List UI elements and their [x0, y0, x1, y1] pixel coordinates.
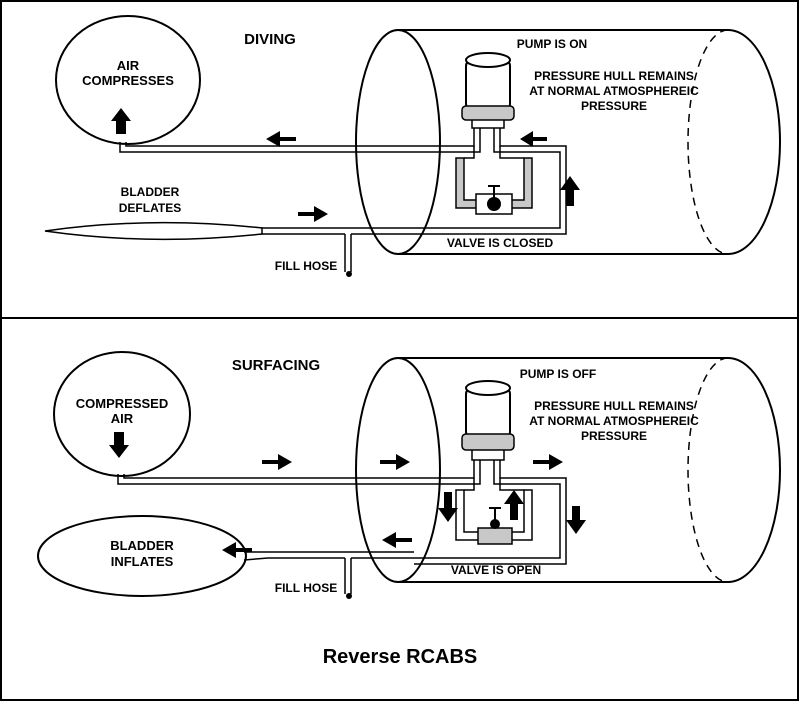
- surfacing-valve-ball: [490, 519, 500, 529]
- diving-pump-state: PUMP IS ON: [517, 37, 587, 51]
- diving-up-arrow-2-icon: [560, 176, 580, 206]
- surfacing-pump: [461, 380, 515, 461]
- surfacing-pressure-hull: [355, 357, 781, 583]
- surfacing-hull-line-2: AT NORMAL ATMOSPHEREIC: [529, 414, 699, 428]
- diving-hull-line-1: PRESSURE HULL REMAINS: [534, 69, 694, 83]
- diving-up-arrow-icon: [111, 108, 131, 134]
- surfacing-down-arrow-3-icon: [566, 506, 586, 534]
- surfacing-hull-line-3: PRESSURE: [581, 429, 647, 443]
- diving-left-arrow-icon: [266, 131, 296, 147]
- diving-hull-line-3: PRESSURE: [581, 99, 647, 113]
- surfacing-valve-body: [477, 527, 513, 545]
- surfacing-heading: SURFACING: [232, 357, 320, 374]
- surfacing-hull-line-1: PRESSURE HULL REMAINS: [534, 399, 694, 413]
- surfacing-right-arrow-1-icon: [262, 454, 292, 470]
- surfacing-bladder-line-2: INFLATES: [111, 554, 174, 569]
- surfacing-fill-hose-cap: [346, 593, 352, 599]
- surfacing-bladder-line-1: BLADDER: [110, 538, 174, 553]
- diving-hull-line-2: AT NORMAL ATMOSPHEREIC: [529, 84, 699, 98]
- surfacing-pump-state: PUMP IS OFF: [520, 367, 596, 381]
- surfacing-up-arrow-icon: [504, 490, 524, 520]
- diving-pump: [461, 52, 515, 129]
- diving-pipes: [119, 128, 567, 272]
- diagram-caption: Reverse RCABS: [323, 646, 478, 668]
- surfacing-air-label-2: AIR: [111, 411, 134, 426]
- surfacing-section: COMPRESSED AIR: [37, 351, 781, 599]
- diving-air-label-2: COMPRESSES: [82, 73, 174, 88]
- diving-pressure-hull: [355, 29, 781, 255]
- surfacing-down-arrow-icon: [109, 432, 129, 458]
- surfacing-down-arrow-2-icon: [438, 492, 458, 522]
- surfacing-pipes: [117, 460, 567, 594]
- surfacing-right-arrow-2-icon: [380, 454, 410, 470]
- diving-fill-hose: FILL HOSE: [275, 259, 337, 273]
- diving-heading: DIVING: [244, 31, 296, 48]
- diving-air-tank: [55, 15, 201, 145]
- surfacing-left-arrow-2-icon: [222, 542, 252, 558]
- diving-right-arrow-icon: [298, 206, 328, 222]
- diving-left-arrow-2-icon: [520, 131, 547, 147]
- diving-fill-hose-cap: [346, 271, 352, 277]
- surfacing-air-label-1: COMPRESSED: [76, 396, 168, 411]
- diving-bladder: [44, 221, 263, 241]
- diving-bladder-line-1: BLADDER: [121, 185, 180, 199]
- surfacing-left-arrow-1-icon: [382, 532, 412, 548]
- diving-valve-ball: [487, 197, 501, 211]
- diving-air-label-1: AIR: [117, 58, 140, 73]
- surfacing-air-tank: [53, 351, 191, 477]
- diving-valve-state: VALVE IS CLOSED: [447, 236, 554, 250]
- surfacing-bladder: [37, 515, 247, 597]
- surfacing-right-arrow-3-icon: [533, 454, 563, 470]
- diving-bladder-line-2: DEFLATES: [119, 201, 181, 215]
- surfacing-valve-state: VALVE IS OPEN: [451, 563, 541, 577]
- diving-section: AIR COMPRESSES: [44, 15, 781, 277]
- surfacing-fill-hose: FILL HOSE: [275, 581, 337, 595]
